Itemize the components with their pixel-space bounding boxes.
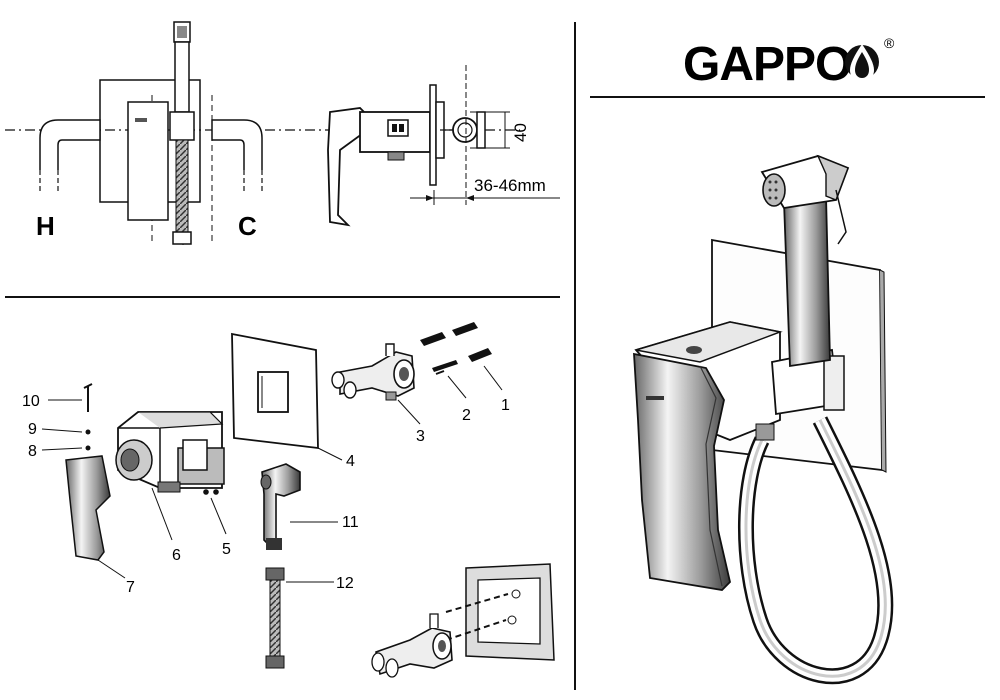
shower-nozzle-face bbox=[762, 173, 786, 207]
shower-hose bbox=[265, 567, 285, 669]
part-label-8: 8 bbox=[28, 443, 37, 460]
part-label-3: 3 bbox=[416, 428, 425, 445]
hose-front bbox=[175, 139, 189, 236]
handle-lever bbox=[65, 455, 111, 561]
part-label-1: 1 bbox=[501, 397, 510, 414]
part-label-5: 5 bbox=[222, 541, 231, 558]
part-label-2: 2 bbox=[462, 407, 471, 424]
handle-3d bbox=[633, 352, 731, 591]
registered-mark: ® bbox=[884, 35, 895, 51]
wall-anchors bbox=[420, 322, 492, 362]
brand-logo: GAPPO ® bbox=[683, 35, 895, 91]
hand-shower bbox=[260, 463, 301, 550]
cold-label: C bbox=[238, 211, 257, 241]
side-installation-view: 40 36-46mm bbox=[327, 65, 560, 227]
hand-shower-3d bbox=[783, 194, 831, 368]
part-label-7: 7 bbox=[126, 579, 135, 596]
installation-detail bbox=[371, 563, 555, 678]
front-installation-view: H C bbox=[5, 21, 520, 245]
part-label-6: 6 bbox=[172, 547, 181, 564]
mixer-body bbox=[115, 411, 225, 493]
valve-body bbox=[331, 343, 415, 401]
product-illustration bbox=[633, 154, 894, 685]
part-label-4: 4 bbox=[346, 453, 355, 470]
depth-dimension: 40 bbox=[511, 123, 530, 142]
wall-plate-side bbox=[429, 84, 437, 186]
part-label-11: 11 bbox=[342, 514, 359, 531]
wall-screws bbox=[432, 360, 458, 375]
hot-pipe-elbow bbox=[39, 119, 101, 170]
brand-name: GAPPO bbox=[683, 38, 851, 91]
cold-pipe-elbow bbox=[211, 119, 263, 170]
hot-label: H bbox=[36, 211, 55, 241]
water-drop-icon bbox=[845, 44, 879, 82]
wall-range-dimension: 36-46mm bbox=[474, 176, 546, 195]
mixer-body-front bbox=[127, 101, 169, 221]
part-label-9: 9 bbox=[28, 421, 37, 438]
part-label-10: 10 bbox=[22, 393, 40, 410]
exploded-parts-view: 10 9 8 7 6 5 bbox=[22, 322, 555, 678]
part-label-12: 12 bbox=[336, 575, 354, 592]
